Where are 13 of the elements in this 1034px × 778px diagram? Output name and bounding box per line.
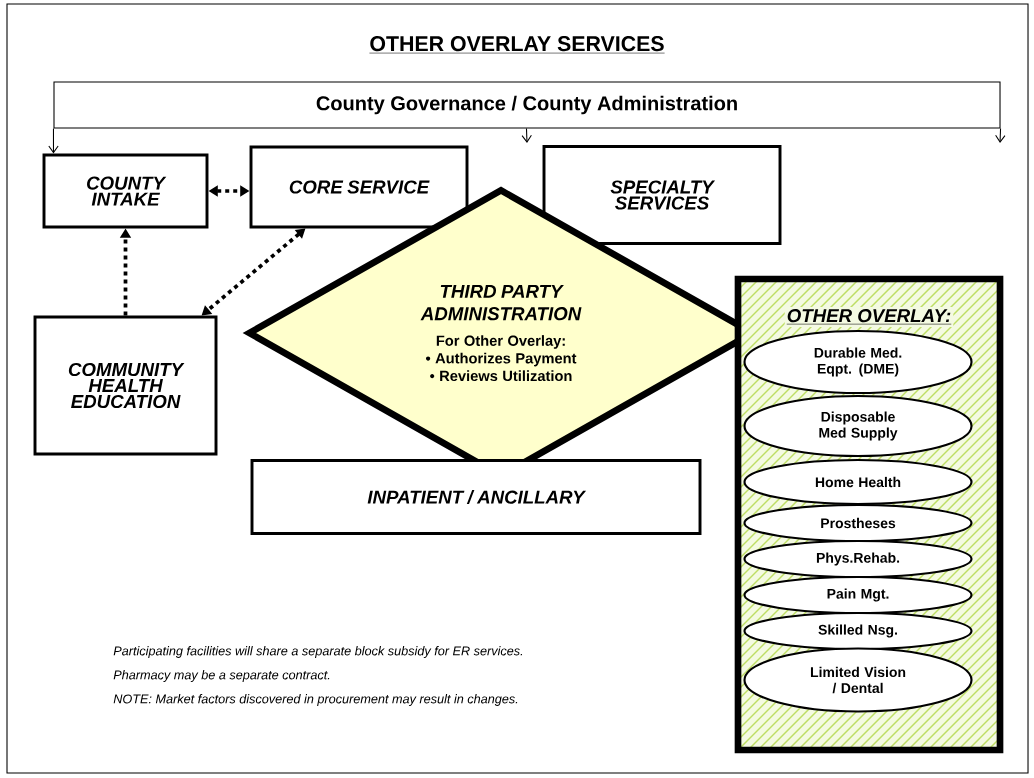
- note: NOTE: Market factors discovered in procurement may result in changes.: [113, 694, 518, 706]
- service-box: INPATIENT / ANCILLARY: [250, 459, 702, 535]
- note: Participating facilities will share a separate block subsidy for ER services.: [113, 646, 523, 658]
- note: Pharmacy may be a separate contract.: [113, 670, 330, 682]
- service-box: CORE SERVICE: [249, 145, 469, 229]
- service-box: COUNTY INTAKE: [42, 153, 209, 229]
- arrow: [48, 128, 59, 154]
- title: OTHER OVERLAY SERVICES: [369, 36, 665, 54]
- service-box: SPECIALTY SERVICES: [542, 145, 782, 245]
- arrow: [521, 128, 532, 143]
- arrow: [995, 128, 1006, 143]
- service-box: COMMUNITY HEALTH EDUCATION: [33, 315, 218, 456]
- governance-bar: County Governance / County Administration: [53, 81, 1001, 129]
